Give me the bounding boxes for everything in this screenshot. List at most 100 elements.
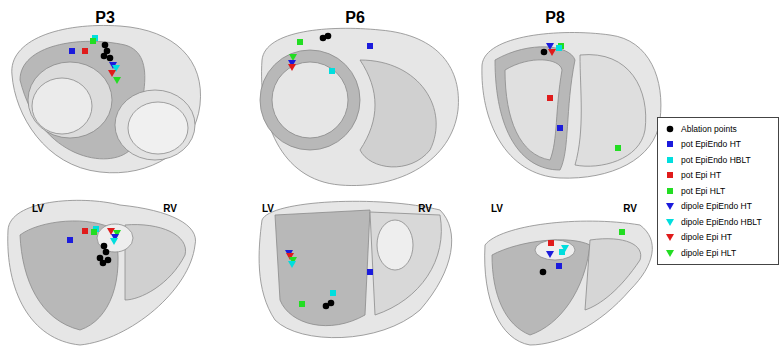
lv-cavity bbox=[272, 62, 348, 138]
square-marker bbox=[556, 45, 562, 51]
legend-swatch bbox=[667, 141, 673, 147]
square-marker bbox=[367, 43, 373, 49]
valve-ring bbox=[97, 224, 133, 252]
triangle-marker bbox=[546, 43, 554, 50]
legend-row: pot Epi HT bbox=[658, 168, 778, 184]
triangle-marker bbox=[113, 77, 121, 84]
square-marker bbox=[297, 39, 303, 45]
myocardium bbox=[492, 240, 590, 335]
legend-sample bbox=[664, 186, 676, 196]
triangle-marker bbox=[288, 261, 296, 268]
legend-box: Ablation points pot EpiEndo HT pot EpiEndo… bbox=[657, 117, 779, 265]
square-marker bbox=[90, 38, 96, 44]
heart-p8-top bbox=[482, 33, 661, 179]
legend-sample bbox=[664, 201, 676, 211]
legend-text: pot Epi HLT bbox=[681, 186, 725, 196]
myocardium bbox=[495, 47, 575, 170]
ventricle-label: RV bbox=[623, 203, 637, 214]
legend-row: dipole Epi HT bbox=[658, 230, 778, 246]
rv-cavity bbox=[115, 90, 195, 160]
legend-symbol bbox=[664, 201, 676, 211]
legend-text: pot EpiEndo HBLT bbox=[681, 155, 751, 165]
ablation-point bbox=[101, 53, 108, 60]
legend-sample bbox=[664, 139, 676, 149]
ablation-point bbox=[328, 300, 335, 307]
triangle-marker bbox=[666, 219, 674, 226]
ventricle-label: LV bbox=[262, 203, 274, 214]
rv-cavity bbox=[128, 102, 188, 154]
panel-title: P6 bbox=[345, 9, 365, 27]
legend-swatch bbox=[667, 172, 673, 178]
rv-wall bbox=[585, 239, 641, 310]
panel-title: P3 bbox=[95, 9, 115, 27]
heart-p6-bottom bbox=[259, 201, 452, 337]
legend-text: pot EpiEndo HT bbox=[681, 139, 741, 149]
square-marker bbox=[82, 228, 88, 234]
ablation-point bbox=[667, 125, 674, 132]
square-marker bbox=[367, 269, 373, 275]
legend-symbol bbox=[664, 124, 676, 134]
myocardium bbox=[275, 210, 370, 326]
lv-cavity bbox=[28, 62, 112, 138]
epicardium bbox=[259, 201, 452, 337]
square-marker bbox=[299, 301, 305, 307]
ventricle-label: RV bbox=[418, 203, 432, 214]
triangle-marker bbox=[110, 238, 118, 245]
ventricle-label: LV bbox=[491, 203, 503, 214]
square-marker bbox=[330, 290, 336, 296]
square-marker bbox=[557, 125, 563, 131]
heart-p3-bottom bbox=[8, 200, 196, 345]
ablation-point bbox=[102, 42, 109, 49]
triangle-marker bbox=[107, 228, 115, 235]
legend-row: Ablation points bbox=[658, 121, 778, 137]
legend-row: dipole EpiEndo HBLT bbox=[658, 214, 778, 230]
rv-wall bbox=[360, 60, 436, 167]
epicardium bbox=[12, 25, 201, 172]
square-marker bbox=[615, 145, 621, 151]
legend-sample bbox=[664, 248, 676, 258]
legend-text: Ablation points bbox=[681, 124, 737, 134]
heart-p8-bottom bbox=[485, 221, 653, 345]
square-marker bbox=[91, 229, 97, 235]
legend-symbol bbox=[664, 232, 676, 242]
triangle-marker bbox=[548, 49, 556, 56]
epicardium bbox=[262, 28, 459, 185]
heart-p6-top bbox=[260, 28, 458, 185]
square-marker bbox=[82, 48, 88, 54]
legend-sample bbox=[664, 155, 676, 165]
legend-row: dipole Epi HLT bbox=[658, 245, 778, 261]
legend-symbol bbox=[664, 248, 676, 258]
legend-swatch bbox=[667, 188, 673, 194]
square-marker bbox=[69, 48, 75, 54]
marker-layer bbox=[67, 33, 625, 310]
triangle-marker bbox=[546, 251, 554, 258]
legend-swatch bbox=[667, 157, 673, 163]
panel-title: P8 bbox=[545, 9, 565, 27]
legend-text: pot Epi HT bbox=[681, 170, 721, 180]
ablation-point bbox=[100, 260, 107, 267]
lv-cavity bbox=[505, 60, 562, 160]
legend-text: dipole EpiEndo HBLT bbox=[681, 217, 762, 227]
triangle-marker bbox=[288, 64, 296, 71]
legend-sample bbox=[664, 217, 676, 227]
legend-sample bbox=[664, 232, 676, 242]
square-marker bbox=[556, 263, 562, 269]
ablation-point bbox=[103, 249, 110, 256]
rv-wall bbox=[125, 225, 186, 300]
ablation-point bbox=[101, 243, 108, 250]
triangle-marker bbox=[289, 54, 297, 61]
epicardium bbox=[482, 33, 661, 179]
triangle-marker bbox=[666, 234, 674, 241]
triangle-marker bbox=[108, 70, 116, 77]
ablation-point bbox=[540, 269, 547, 276]
ablation-point bbox=[325, 33, 332, 40]
legend-row: pot EpiEndo HT bbox=[658, 137, 778, 153]
rv-wall bbox=[370, 212, 441, 315]
legend-row: pot EpiEndo HBLT bbox=[658, 152, 778, 168]
lv-wall bbox=[260, 50, 360, 150]
triangle-marker bbox=[666, 250, 674, 257]
legend-text: dipole EpiEndo HT bbox=[681, 201, 752, 211]
ablation-point bbox=[541, 49, 548, 56]
legend-row: dipole EpiEndo HT bbox=[658, 199, 778, 215]
lv-cavity bbox=[32, 78, 92, 134]
